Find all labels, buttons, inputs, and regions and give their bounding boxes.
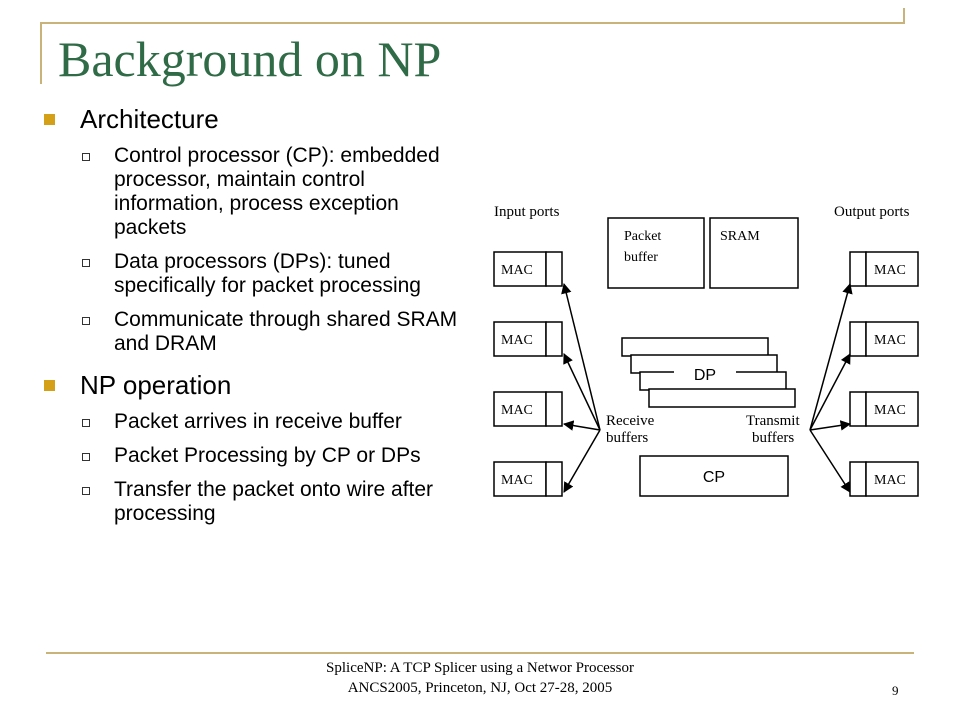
arrow <box>809 429 851 493</box>
diagram-svg: Input ports Output ports MAC MAC MAC MAC… <box>493 204 919 497</box>
page-number: 9 <box>892 683 899 698</box>
mac-label: MAC <box>874 333 906 348</box>
receive-buffers-label: Receive <box>606 413 655 429</box>
packet-buffer-box <box>607 217 705 289</box>
dp-box <box>621 337 769 357</box>
mac-label: MAC <box>874 263 906 278</box>
bullet-heading: Architecture <box>80 104 219 134</box>
input-ports <box>493 251 563 497</box>
arrow <box>561 282 601 431</box>
packet-buffer-label: buffer <box>624 250 658 265</box>
mac-label: MAC <box>874 473 906 488</box>
output-mac-port <box>849 461 919 497</box>
cp-label: CP <box>703 469 725 486</box>
receive-buffers-label: buffers <box>606 430 648 446</box>
sub-bullet: Control processor (CP): embedded process… <box>44 144 464 240</box>
transmit-buffers-label: buffers <box>752 430 794 446</box>
bullet-np-operation: NP operation <box>44 370 464 400</box>
arrow <box>563 429 601 493</box>
dp-label-bg <box>674 362 736 384</box>
sub-bullet-text: Data processors (DPs): tuned specificall… <box>114 250 421 297</box>
cp-box <box>639 455 789 497</box>
sub-bullet-marker <box>82 153 90 161</box>
input-mac-port <box>493 461 563 497</box>
sub-bullet-text: Control processor (CP): embedded process… <box>114 144 440 239</box>
sub-bullet: Packet Processing by CP or DPs <box>44 444 464 468</box>
arrow <box>563 353 601 431</box>
output-ports <box>849 251 919 497</box>
np-architecture-diagram: Input ports Output ports MAC MAC MAC MAC… <box>488 198 930 502</box>
dp-label: DP <box>694 367 716 384</box>
sram-box <box>709 217 799 289</box>
bullet-marker <box>44 380 55 391</box>
arrow <box>809 282 853 431</box>
bullet-list: Architecture Control processor (CP): emb… <box>44 100 464 526</box>
sub-bullet: Data processors (DPs): tuned specificall… <box>44 250 464 298</box>
sub-bullet-marker <box>82 453 90 461</box>
frame-right-rule <box>903 8 905 24</box>
slide-title: Background on NP <box>58 31 442 87</box>
sub-bullet-marker <box>82 419 90 427</box>
bullet-architecture: Architecture <box>44 104 464 134</box>
output-mac-port <box>849 391 919 427</box>
sub-bullet-text: Packet arrives in receive buffer <box>114 410 402 433</box>
sub-bullet-text: Packet Processing by CP or DPs <box>114 444 421 467</box>
arrow <box>809 353 851 431</box>
output-mac-port <box>849 321 919 357</box>
footer-conference: ANCS2005, Princeton, NJ, Oct 27-28, 2005 <box>347 680 613 696</box>
sub-bullet-marker <box>82 259 90 267</box>
sub-bullet: Communicate through shared SRAM and DRAM <box>44 308 464 356</box>
sub-bullet-text: Communicate through shared SRAM and DRAM <box>114 308 458 355</box>
sram-label: SRAM <box>720 229 760 244</box>
sub-bullet: Transfer the packet onto wire after proc… <box>44 478 464 526</box>
sub-bullet-text: Transfer the packet onto wire after proc… <box>114 478 434 525</box>
output-mac-port <box>849 251 919 287</box>
output-arrows <box>809 282 853 493</box>
slide-footer: SpliceNP: A TCP Splicer using a Networ P… <box>200 658 760 698</box>
mac-label: MAC <box>874 403 906 418</box>
mac-label: MAC <box>501 473 533 488</box>
frame-top-rule <box>40 22 904 24</box>
arrow <box>809 420 852 431</box>
transmit-buffers-label: Transmit <box>746 413 800 429</box>
sub-bullet-marker <box>82 317 90 325</box>
input-mac-port <box>493 321 563 357</box>
sub-bullet: Packet arrives in receive buffer <box>44 410 464 434</box>
input-arrows <box>561 282 601 493</box>
input-mac-port <box>493 251 563 287</box>
mac-label: MAC <box>501 403 533 418</box>
output-ports-label: Output ports <box>834 204 910 220</box>
footer-paper-title: SpliceNP: A TCP Splicer using a Networ P… <box>326 660 634 676</box>
mac-label: MAC <box>501 333 533 348</box>
packet-buffer-label: Packet <box>624 229 661 244</box>
frame-left-rule <box>40 22 42 84</box>
bullet-marker <box>44 114 55 125</box>
input-mac-port <box>493 391 563 427</box>
arrow <box>562 420 601 431</box>
input-ports-label: Input ports <box>494 204 560 220</box>
sub-bullet-marker <box>82 487 90 495</box>
dp-box <box>648 388 796 408</box>
mac-label: MAC <box>501 263 533 278</box>
bullet-heading: NP operation <box>80 370 232 400</box>
frame-bottom-rule <box>46 652 914 654</box>
